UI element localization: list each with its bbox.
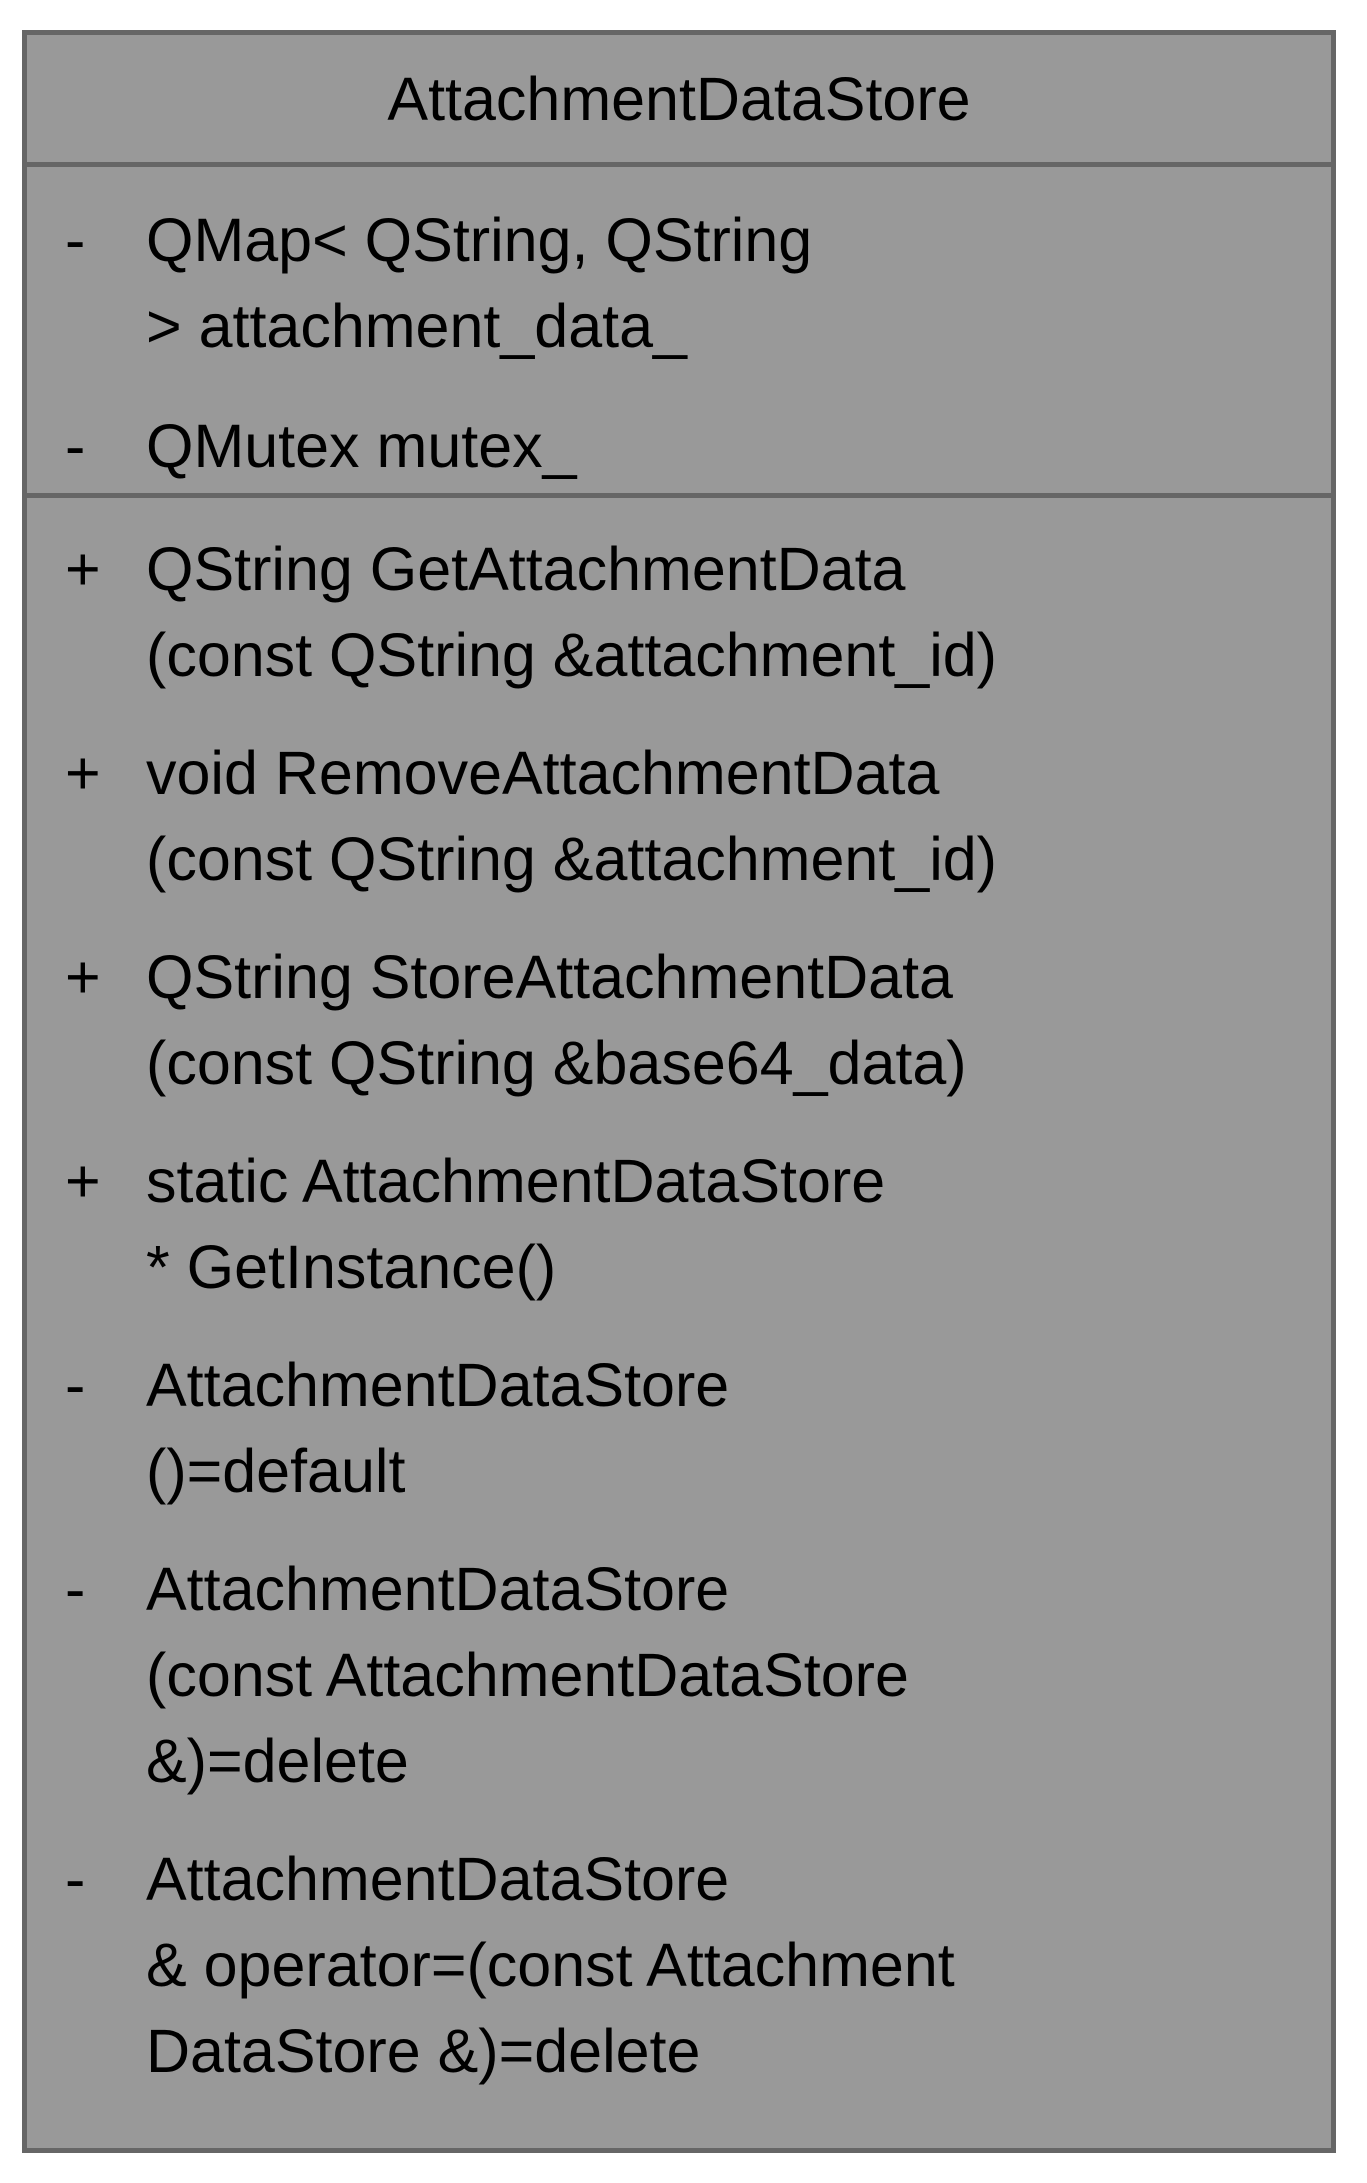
- operation-line: * GetInstance(): [146, 1233, 557, 1301]
- attribute-text: QMutex mutex_: [146, 403, 1331, 489]
- class-box: AttachmentDataStore - QMap< QString, QSt…: [22, 30, 1336, 2153]
- attribute-line: QMutex mutex_: [146, 412, 577, 480]
- operation-line: static AttachmentDataStore: [146, 1147, 886, 1215]
- operation-default-constructor: - AttachmentDataStore ()=default: [27, 1342, 1331, 1514]
- visibility-private: -: [65, 1351, 86, 1419]
- operation-text: QString StoreAttachmentData (const QStri…: [146, 934, 1331, 1106]
- operation-get-instance: + static AttachmentDataStore * GetInstan…: [27, 1138, 1331, 1310]
- operation-line: (const QString &attachment_id): [146, 825, 997, 893]
- operation-line: AttachmentDataStore: [146, 1845, 730, 1913]
- operation-line: AttachmentDataStore: [146, 1555, 730, 1623]
- operation-line: (const AttachmentDataStore: [146, 1641, 909, 1709]
- operation-line: AttachmentDataStore: [146, 1351, 730, 1419]
- operation-store-attachment-data: + QString StoreAttachmentData (const QSt…: [27, 934, 1331, 1106]
- visibility-public: +: [65, 943, 101, 1011]
- operation-get-attachment-data: + QString GetAttachmentData (const QStri…: [27, 526, 1331, 698]
- attribute-line: QMap< QString, QString: [146, 206, 813, 274]
- operation-text: AttachmentDataStore ()=default: [146, 1342, 1331, 1514]
- visibility-public: +: [65, 739, 101, 807]
- operation-line: &)=delete: [146, 1727, 409, 1795]
- visibility-private: -: [65, 1845, 86, 1913]
- visibility-private: -: [65, 206, 86, 274]
- operation-text: void RemoveAttachmentData (const QString…: [146, 730, 1331, 902]
- attribute-mutex: - QMutex mutex_: [27, 403, 1331, 489]
- operation-line: (const QString &base64_data): [146, 1029, 967, 1097]
- operation-assignment-operator: - AttachmentDataStore & operator=(const …: [27, 1836, 1331, 2094]
- visibility-public: +: [65, 1147, 101, 1215]
- operation-text: AttachmentDataStore & operator=(const At…: [146, 1836, 1331, 2094]
- visibility-public: +: [65, 535, 101, 603]
- attribute-line: > attachment_data_: [146, 292, 687, 360]
- operation-copy-constructor: - AttachmentDataStore (const AttachmentD…: [27, 1546, 1331, 1804]
- operation-line: (const QString &attachment_id): [146, 621, 997, 689]
- visibility-private: -: [65, 412, 86, 480]
- attribute-text: QMap< QString, QString > attachment_data…: [146, 197, 1331, 369]
- operation-line: QString StoreAttachmentData: [146, 943, 953, 1011]
- operation-line: QString GetAttachmentData: [146, 535, 906, 603]
- operation-line: void RemoveAttachmentData: [146, 739, 940, 807]
- operations-section: + QString GetAttachmentData (const QStri…: [27, 498, 1331, 2094]
- operation-line: ()=default: [146, 1437, 406, 1505]
- visibility-private: -: [65, 1555, 86, 1623]
- operation-text: static AttachmentDataStore * GetInstance…: [146, 1138, 1331, 1310]
- class-name: AttachmentDataStore: [27, 35, 1331, 167]
- operation-text: AttachmentDataStore (const AttachmentDat…: [146, 1546, 1331, 1804]
- operation-text: QString GetAttachmentData (const QString…: [146, 526, 1331, 698]
- operation-line: & operator=(const Attachment: [146, 1931, 955, 1999]
- operation-remove-attachment-data: + void RemoveAttachmentData (const QStri…: [27, 730, 1331, 902]
- operation-line: DataStore &)=delete: [146, 2017, 701, 2085]
- attribute-attachment-data: - QMap< QString, QString > attachment_da…: [27, 197, 1331, 369]
- attributes-section: - QMap< QString, QString > attachment_da…: [27, 167, 1331, 498]
